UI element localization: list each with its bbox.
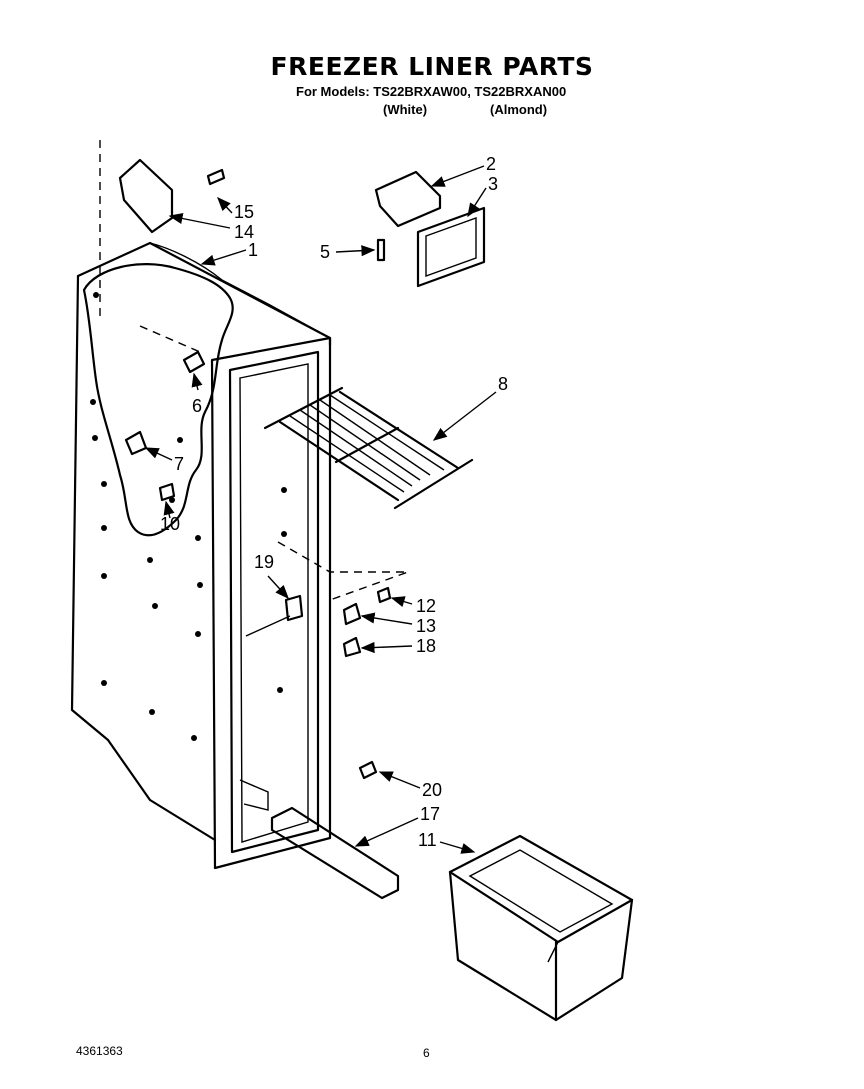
frame-part-3 [416,206,486,288]
clip-part-10 [158,482,176,502]
latch-part-19 [284,594,304,622]
callout-7: 7 [174,454,184,474]
page-number: 6 [423,1046,430,1060]
bracket-part-14 [118,158,174,234]
variant-almond-label: (Almond) [490,102,548,117]
clip-part-7 [124,430,148,456]
callout-18: 18 [416,636,436,656]
callout-2: 2 [486,154,496,174]
variant-white-label: (White) [383,102,428,117]
models-line: For Models: TS22BRXAW00, TS22BRXAN00 [296,84,567,99]
callout-1: 1 [248,240,258,260]
callout-14: 14 [234,222,254,242]
callout-15: 15 [234,202,254,222]
screw-part-20 [358,760,378,780]
screw-part-5 [376,238,386,262]
callout-17: 17 [420,804,440,824]
callout-8: 8 [498,374,508,394]
wire-shelf [263,386,474,510]
callout-13: 13 [416,616,436,636]
callout-12: 12 [416,596,436,616]
clip-part-6 [182,350,206,374]
clip-part-12 [376,586,392,604]
freezer-liner [70,140,409,870]
page-title: FREEZER LINER PARTS [270,52,594,81]
callout-11: 11 [418,830,437,850]
clip-part-13 [342,602,362,626]
bracket-part-2 [374,170,442,228]
callout-20: 20 [422,780,442,800]
clip-part-18 [342,636,362,658]
callout-5: 5 [320,242,330,262]
screw-part-15 [206,168,226,186]
callout-19: 19 [254,552,274,572]
freezer-bin-part-11 [448,834,634,1022]
callout-10: 10 [160,514,180,534]
callout-3: 3 [488,174,498,194]
document-number: 4361363 [76,1044,123,1058]
bracket-part-17 [270,806,400,900]
callout-6: 6 [192,396,202,416]
